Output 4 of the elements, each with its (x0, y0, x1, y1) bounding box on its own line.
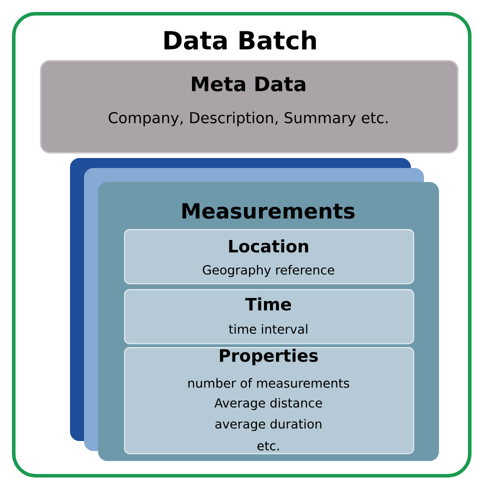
section-box: Properties number of measurements Average distance average duration etc. (124, 347, 414, 454)
section-box: Location Geography reference (124, 229, 414, 284)
section-box: Time time interval (124, 289, 414, 344)
metadata-box: Meta Data Company, Description, Summary etc. (40, 60, 458, 154)
